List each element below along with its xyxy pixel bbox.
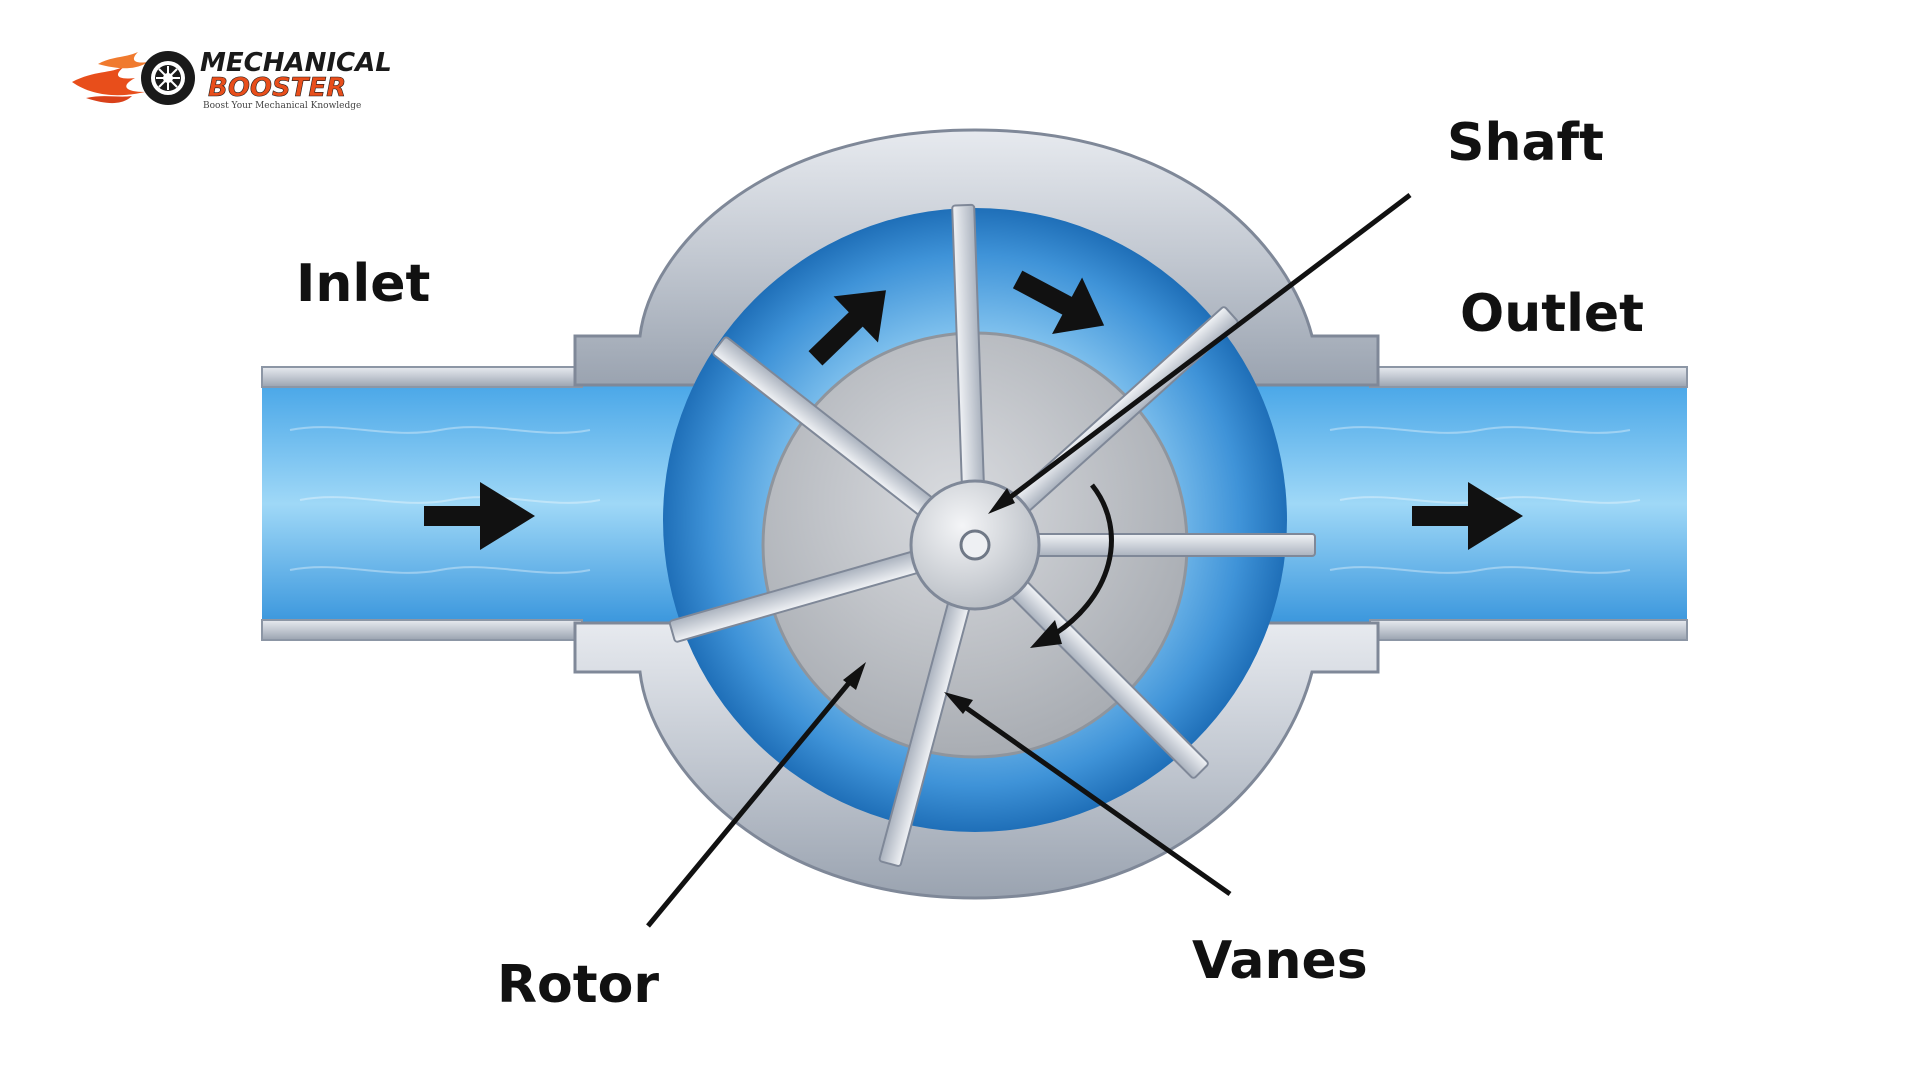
shaft	[959, 529, 991, 561]
outlet-pipe-top-wall	[1369, 366, 1688, 388]
rotor-label: Rotor	[497, 955, 659, 1015]
rotor-leader	[646, 670, 860, 928]
leader-lines	[646, 193, 1412, 928]
vanes-leader	[953, 697, 1232, 897]
flame-icon	[72, 52, 148, 104]
logo-line2: BOOSTER	[208, 73, 346, 103]
inlet-label: Inlet	[296, 254, 430, 314]
shaft-leader-head	[988, 488, 1015, 514]
mechanical-booster-logo: MECHANICAL BOOSTER Boost Your Mechanical…	[72, 48, 392, 111]
outlet-pipe-bottom-wall	[1369, 619, 1688, 641]
logo-tagline: Boost Your Mechanical Knowledge	[203, 101, 361, 111]
flow-arrow-icon	[1012, 270, 1105, 335]
outlet-label: Outlet	[1460, 284, 1644, 344]
vanes-leader-head	[944, 692, 973, 714]
flow-arrow-icon	[808, 290, 886, 366]
vanes-label: Vanes	[1192, 931, 1368, 991]
shaft-leader	[998, 193, 1412, 507]
inlet-pipe-top-wall	[261, 366, 583, 388]
vane	[1014, 533, 1316, 557]
inlet-pipe-bottom-wall	[261, 619, 583, 641]
leader-arrowheads	[843, 488, 1015, 714]
flow-arrows	[424, 270, 1523, 550]
shaft-label: Shaft	[1447, 113, 1604, 173]
vanes	[668, 203, 1316, 867]
tire-icon	[141, 51, 195, 105]
rotor-leader-head	[843, 662, 866, 690]
flow-arrow-icon	[1412, 482, 1523, 550]
flow-arrow-icon	[424, 482, 535, 550]
rotation-arrow-icon	[1030, 483, 1114, 648]
logo-line1: MECHANICAL	[200, 48, 392, 78]
